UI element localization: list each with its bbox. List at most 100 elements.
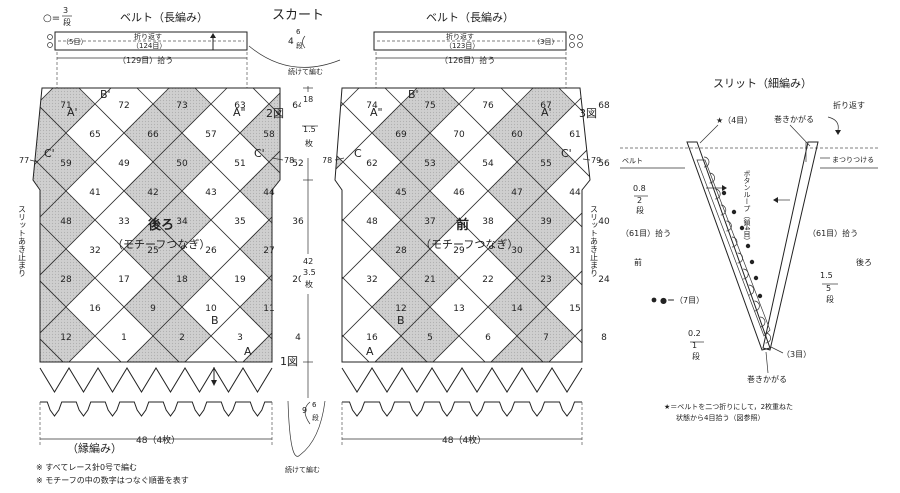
back-motif-number: 18 [176,275,188,285]
slit-three: （3目） [782,350,811,359]
front-motif [662,162,720,220]
back-motif-number: 33 [118,217,129,227]
symbol-unit: 段 [63,17,71,27]
slit-star-4: ★（4目） [716,116,752,125]
slit-r08-unit: 段 [636,205,644,215]
front-slit-label: スリットあき止まり [590,205,599,277]
front-motif [633,307,691,365]
front-motif [604,104,662,162]
middle-measures: 18 1.5 枚 42 3.5 枚 9 6 段 続けて編む [285,86,326,474]
button-loop [720,204,727,216]
front-motif [662,278,720,336]
front-motif [371,335,431,362]
back-motif-number: 52 [292,159,303,169]
back-motif-number: 11 [263,304,274,314]
front-motif-number: 75 [424,101,435,111]
back-letter-a2: A" [233,106,246,119]
slit-note-2: 状態から4目拾う（図参照） [676,413,764,422]
back-motif-number: 50 [176,159,188,169]
front-shaded-motifs [335,88,720,394]
front-motif-number: 60 [511,130,523,140]
slit-note-1: ★＝ベルトを二つ折りにして，2枚重ねた [664,402,793,411]
back-fig-bottom: 1図 [280,355,298,368]
footnote-2: ※ モチーフの中の数字はつなぐ順番を表す [36,475,189,485]
belt-right-side: （3目） [533,38,558,46]
slit-dot [745,243,751,249]
back-label: 後ろ [148,217,174,233]
slit-r15-unit: 段 [826,294,834,304]
slit-r02-rows: 1 [692,341,697,350]
slit-dot [757,293,763,299]
back-motif-number: 16 [89,304,101,314]
front-motif-number: 30 [511,246,523,256]
back-motif-number: 34 [176,217,188,227]
back-border-zigzag-lower [40,401,272,417]
front-motif-number: 68 [598,101,610,111]
back-letter-b2: B [211,314,219,327]
front-letter-a1: A" [370,106,383,119]
back-motif-number: 48 [60,217,72,227]
back-motif-number: 58 [263,130,275,140]
belt-right: ベルト（長編み） 折り返す （123目） （3目） （126目）拾う [373,10,583,88]
back-motif [268,132,280,192]
back-motif-number: 27 [263,246,274,256]
button-loop [743,268,749,280]
front-width: 48（4枚） [442,434,486,446]
front-label: 前 [456,217,469,233]
back-motif-number: 2 [179,333,185,343]
front-motif-number: 54 [482,159,494,169]
front-motif-number: 47 [511,188,522,198]
front-motif-number: 7 [543,333,549,343]
back-motif-number: 17 [118,275,129,285]
back-fig-label: 2図 [266,107,284,120]
slit-dot [739,225,745,231]
back-motif-number: 10 [205,304,217,314]
button-loop [748,284,755,296]
front-motif-number: 74 [366,101,378,111]
belt-right-fold: 折り返す [446,32,474,41]
front-motif-number: 40 [598,217,610,227]
slit-button-loop: ボタンループ（鎖4目） [743,170,751,244]
height2-count: 3.5 [303,268,316,277]
front-letter-a3: A [366,345,374,358]
symbol-legend: ○= 3 段 [43,6,72,27]
front-motif-number: 69 [395,130,407,140]
back-motif-number: 66 [147,130,159,140]
front-motif-number: 38 [482,217,494,227]
slit-r02-cm: 0.2 [688,329,701,338]
back-motif-number: 32 [89,246,100,256]
front-motif-number: 23 [540,275,551,285]
slit-dot-7: ●＝（7目） [660,296,704,305]
front-motif-number: 15 [569,304,580,314]
back-motif-number: 59 [60,159,72,169]
front-letter-b1: B' [408,88,419,101]
back-motif-number: 65 [89,130,100,140]
back-motif [65,335,125,362]
slit-wrap-top: 巻きかがる [774,114,814,124]
front-motif-number: 44 [569,188,581,198]
front-motif-number: 21 [424,275,435,285]
front-motif-number: 16 [366,333,378,343]
front-motif-number: 56 [598,159,610,169]
slit-r02-unit: 段 [692,351,700,361]
back-motif-number: 3 [237,333,243,343]
back-motif-number: 28 [60,275,72,285]
front-motif-number: 53 [424,159,435,169]
back-motif [33,335,67,362]
front-motif-number: 70 [453,130,465,140]
back-motif [268,88,280,134]
slit-wrap-bottom: 巻きかがる [747,374,787,384]
front-motif-number: 24 [598,275,610,285]
slit-detail: スリット（細編み） ベルト ★（4目） 巻きかがる 折り返す まつりつける ボタ… [620,76,878,422]
front-motif [662,336,720,394]
belt-left-pickup: （129目）拾う [118,55,173,65]
back-motif [33,88,38,134]
button-loop [759,316,766,328]
belt-left: ベルト（長編み） （5目） 折り返す （124目） （129目）拾う [47,10,248,88]
slit-left-pickup: （61目）拾う [621,228,671,238]
back-motif-number: 25 [147,246,158,256]
back-motif-number: 26 [205,246,217,256]
